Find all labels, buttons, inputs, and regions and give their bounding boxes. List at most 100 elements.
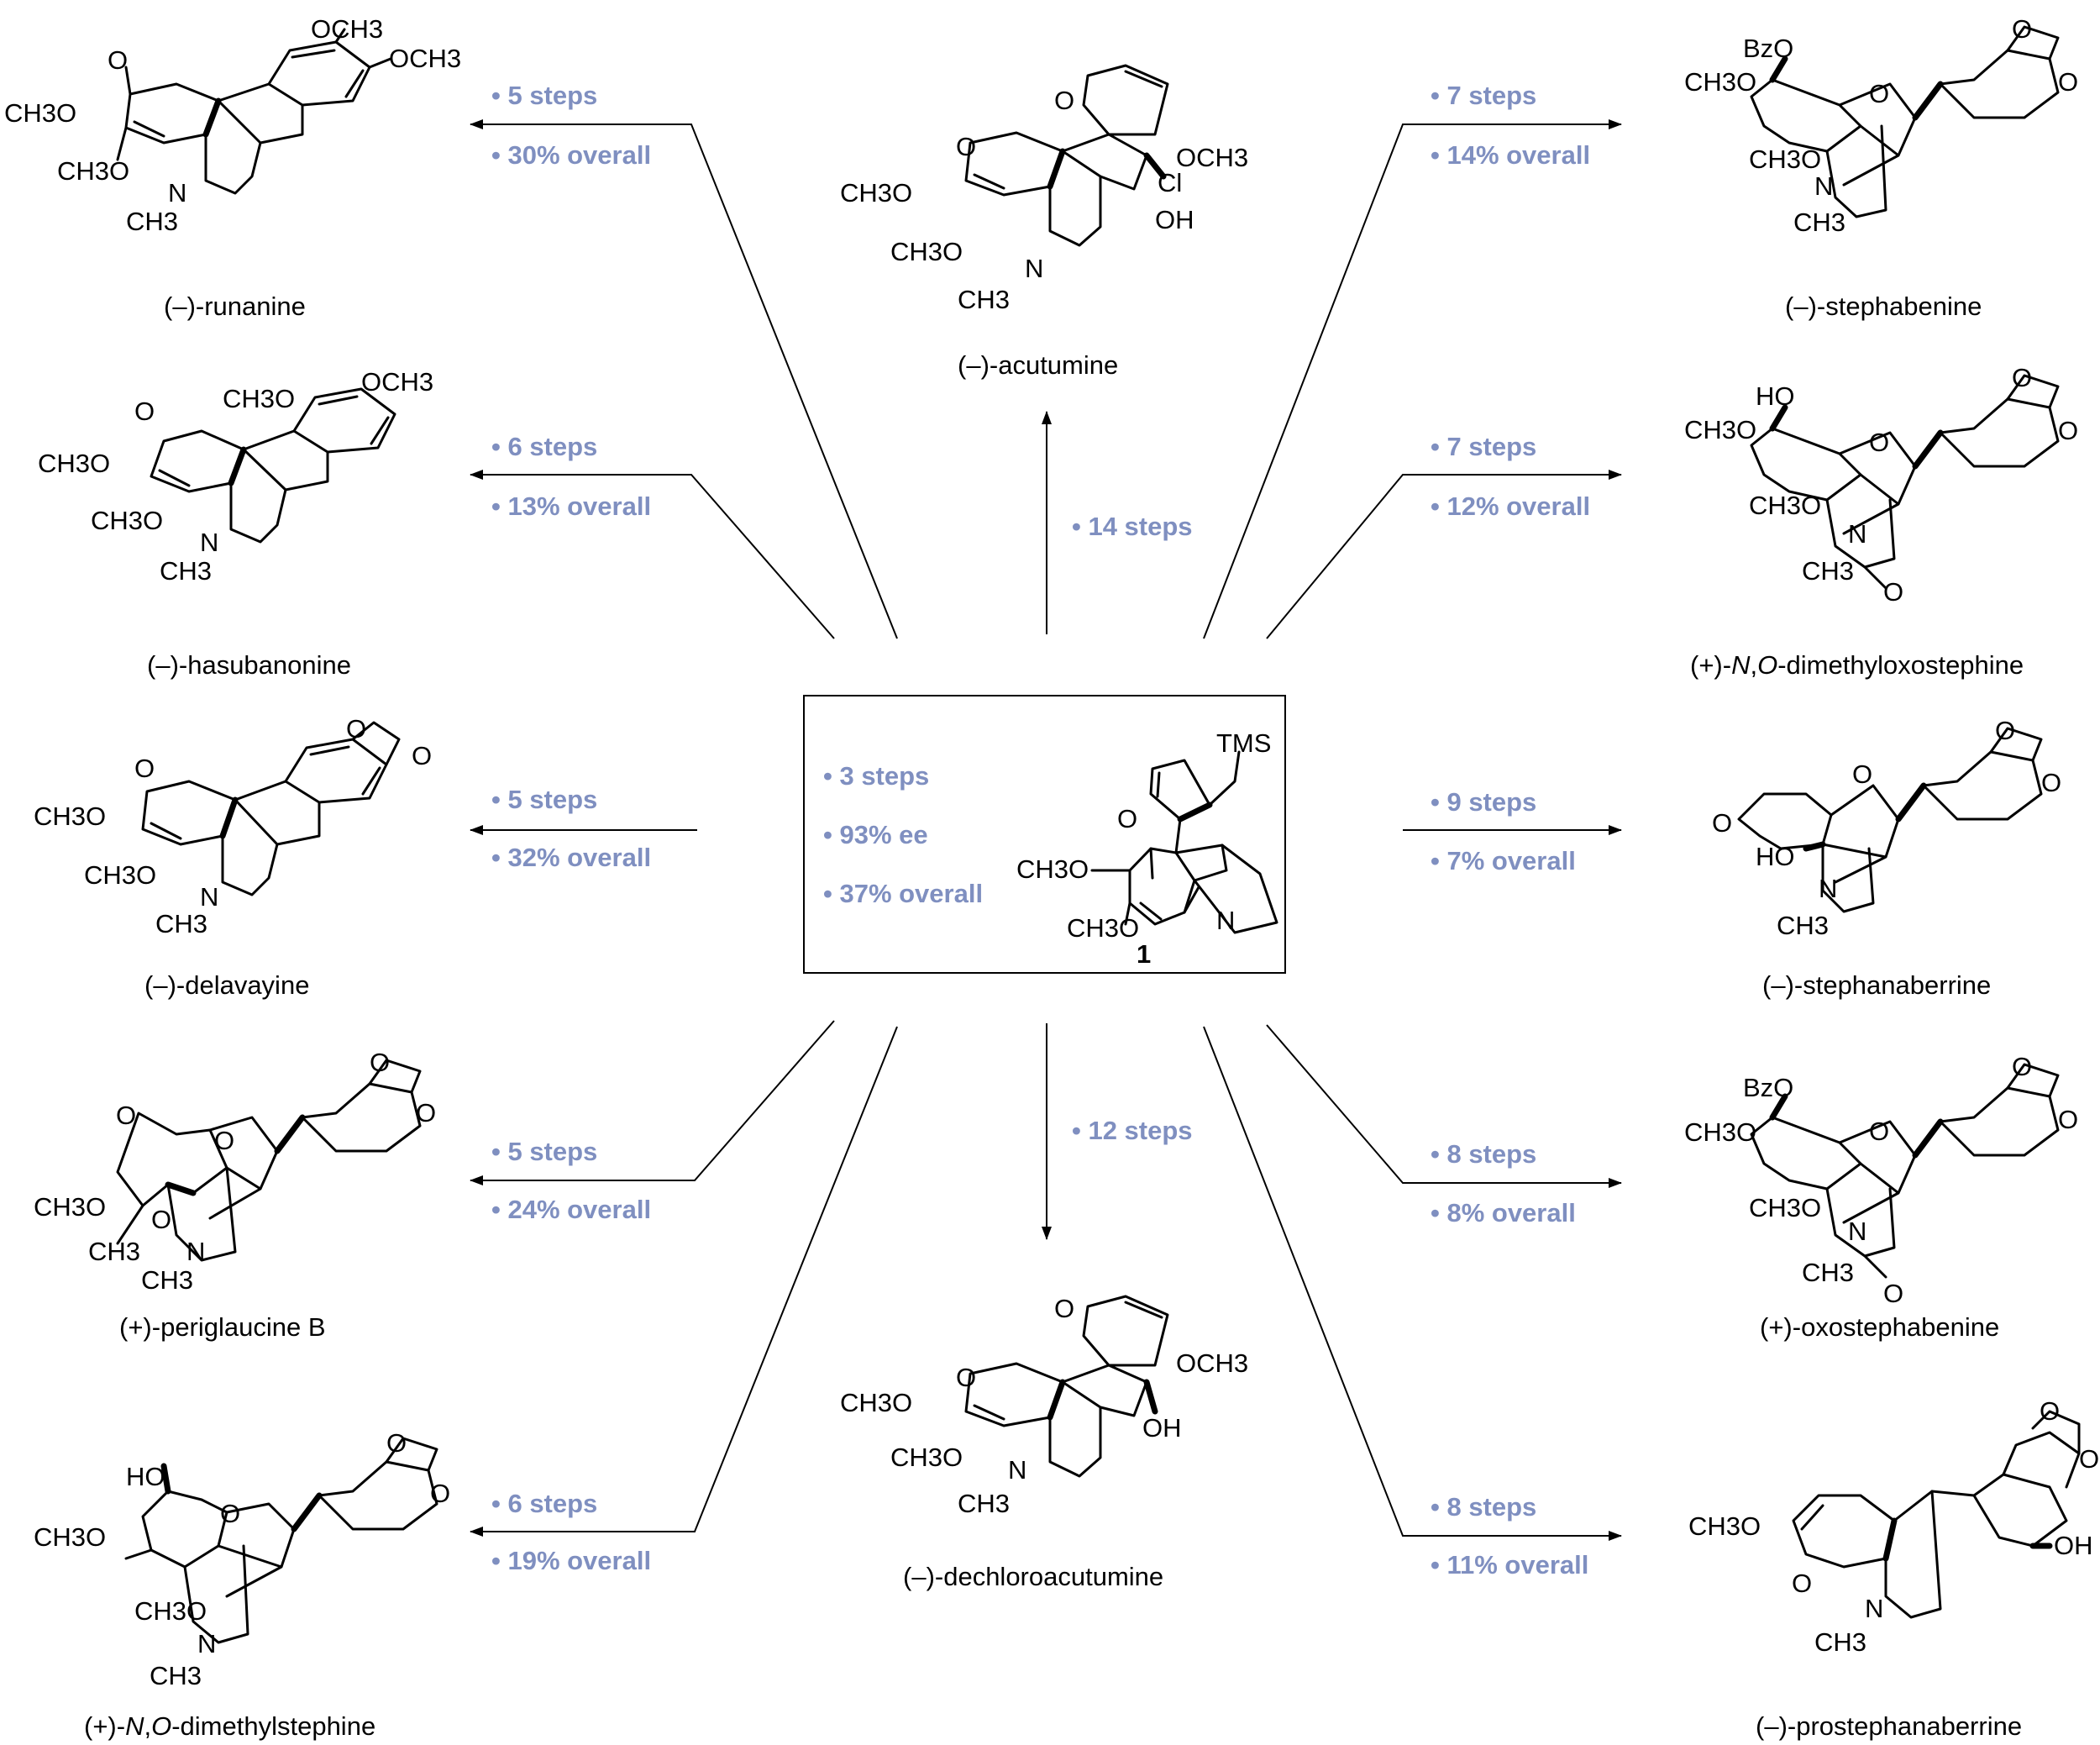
stephanaberrine-atom-o4: O (2041, 768, 2061, 797)
arrow-to-n-o-dimethylstephine (470, 1026, 898, 1537)
acutumine-atom-ome-3: CH3O (890, 237, 963, 266)
dechloroacutumine-atom-me: CH3 (958, 1489, 1010, 1518)
periglaucine-b-name: (+)-periglaucine B (119, 1312, 326, 1342)
stephabenine-atom-me: CH3 (1793, 208, 1845, 237)
arrow-to-stephabenine (1203, 119, 1622, 639)
dimethylstephine-atom-n: N (197, 1629, 216, 1658)
stephanaberrine-steps: • 9 steps (1431, 787, 1536, 817)
hasubanonine-atom-ome-3: CH3O (38, 449, 110, 478)
prostephanaberrine-atom-me: CH3 (1814, 1627, 1866, 1657)
oxostephabenine-atom-bzo: BzO (1743, 1073, 1793, 1102)
dimethylstephine-atom-me: CH3 (150, 1661, 202, 1690)
dimethylstephine-atom-ome-1: CH3O (34, 1522, 106, 1552)
delavayine-atom-o: O (134, 754, 155, 783)
arrow-to-runanine (470, 119, 898, 639)
prostephanaberrine-atom-o1: O (2040, 1396, 2060, 1426)
runanine-atom-ome-2: OCH3 (389, 44, 461, 73)
center-box-frame (803, 695, 1286, 974)
dechloroacutumine-atom-ome-2: CH3O (840, 1388, 912, 1417)
stephanaberrine-atom-me: CH3 (1777, 911, 1829, 940)
stephanaberrine-structure: O O O O HO N CH3 (–)-stephanaberrine (1712, 716, 2061, 1000)
acutumine-atom-ome-2: CH3O (840, 178, 912, 208)
oxostephine-atom-o1: O (2012, 363, 2032, 392)
periglaucine-atom-n: N (186, 1237, 205, 1266)
oxostephine-atom-ome-2: CH3O (1749, 491, 1821, 520)
center-stat-ee: • 93% ee (823, 820, 928, 849)
oxostephabenine-yield: • 8% overall (1431, 1198, 1576, 1227)
stephanaberrine-name: (–)-stephanaberrine (1762, 970, 1991, 1000)
periglaucine-atom-o3: O (370, 1048, 390, 1077)
acutumine-atom-me: CH3 (958, 285, 1010, 314)
tms-label: TMS (1216, 728, 1271, 758)
delavayine-atom-o3: O (412, 741, 432, 770)
delavayine-structure: O O O CH3O CH3O N CH3 (–)-delavayine (34, 714, 432, 1000)
stephabenine-atom-ome-1: CH3O (1684, 67, 1756, 97)
delavayine-atom-o2: O (346, 714, 366, 744)
delavayine-name: (–)-delavayine (144, 970, 309, 1000)
periglaucine-atom-o4: O (416, 1098, 436, 1127)
runanine-steps: • 5 steps (491, 81, 597, 110)
oxostephabenine-structure: BzO O O CH3O O CH3O N CH3 O (+)-oxosteph… (1684, 1052, 2078, 1342)
arrow-to-oxostephabenine (1266, 1024, 1622, 1188)
dechloroacutumine-atom-o1: O (956, 1363, 976, 1392)
prostephanaberrine-steps: • 8 steps (1431, 1492, 1536, 1522)
stephabenine-structure: BzO O O CH3O O CH3O N CH3 (–)-stephabeni… (1684, 14, 2078, 321)
stephabenine-name: (–)-stephabenine (1785, 292, 1982, 321)
prostephanaberrine-atom-o3: O (1792, 1569, 1812, 1598)
dechloroacutumine-atom-ome-3: CH3O (890, 1443, 963, 1472)
hasubanonine-atom-me: CH3 (160, 556, 212, 586)
prostephanaberrine-yield: • 11% overall (1431, 1550, 1588, 1579)
acutumine-atom-n: N (1025, 254, 1043, 283)
stephabenine-atom-o3: O (1869, 79, 1889, 108)
arrow-to-periglaucine-b (470, 1020, 835, 1185)
compound-number: 1 (1137, 939, 1151, 969)
prostephanaberrine-atom-n: N (1865, 1594, 1883, 1623)
dechloroacutumine-atom-o2: O (1054, 1294, 1074, 1323)
acutumine-name: (–)-acutumine (958, 350, 1118, 380)
stephabenine-atom-o2: O (2058, 67, 2078, 97)
acutumine-atom-oh: OH (1155, 205, 1194, 234)
arrow-to-n-o-dimethyloxostephine (1266, 470, 1622, 639)
delavayine-yield: • 32% overall (491, 843, 651, 872)
hasubanonine-atom-o: O (134, 397, 155, 426)
acutumine-steps: • 14 steps (1072, 512, 1193, 541)
prostephanaberrine-structure: O O CH3O OH O N CH3 (–)-prostephanaberri… (1688, 1396, 2099, 1741)
oxostephine-atom-n: N (1848, 519, 1866, 549)
stephabenine-steps: • 7 steps (1431, 81, 1536, 110)
route-arrows (470, 119, 1622, 1541)
compound-1-methoxy-bottom: CH3O (1067, 913, 1139, 943)
compound-1-nitrogen: N (1216, 906, 1235, 935)
n-o-dimethylstephine-yield: • 19% overall (491, 1546, 651, 1575)
stephanaberrine-atom-n: N (1819, 874, 1837, 903)
oxostephine-atom-o3: O (1869, 428, 1889, 457)
acutumine-atom-cl: Cl (1158, 168, 1182, 197)
periglaucine-b-yield: • 24% overall (491, 1195, 651, 1224)
dechloroacutumine-structure: O O OCH3 CH3O OH CH3O N CH3 (–)-dechloro… (840, 1294, 1248, 1591)
runanine-atom-ome-4: CH3O (57, 156, 129, 186)
n-o-dimethylstephine-name: (+)-N,O-dimethylstephine (84, 1711, 375, 1741)
compound-1-oxygen: O (1117, 804, 1137, 833)
n-o-dimethyloxostephine-steps: • 7 steps (1431, 432, 1536, 461)
delavayine-atom-me: CH3 (155, 909, 207, 938)
oxostephine-atom-ho: HO (1756, 381, 1795, 411)
hasubanonine-atom-ome-2: OCH3 (361, 367, 433, 397)
delavayine-atom-n: N (200, 882, 218, 912)
periglaucine-atom-ome: CH3O (34, 1192, 106, 1222)
periglaucine-atom-o5: O (151, 1205, 171, 1234)
arrow-to-prostephanaberrine (1203, 1026, 1622, 1541)
hasubanonine-atom-n: N (200, 528, 218, 557)
n-o-dimethyloxostephine-yield: • 12% overall (1431, 491, 1590, 521)
acutumine-structure: O O OCH3 CH3O Cl OH CH3O N CH3 (–)-acutu… (840, 64, 1248, 380)
n-o-dimethyloxostephine-name: (+)-N,O-dimethyloxostephine (1690, 650, 2024, 680)
oxostephabenine-atom-o1: O (2012, 1052, 2032, 1081)
periglaucine-atom-o2: O (214, 1126, 234, 1155)
stephanaberrine-atom-o3: O (1995, 716, 2015, 745)
prostephanaberrine-atom-oh: OH (2054, 1531, 2093, 1560)
dimethylstephine-atom-o2: O (430, 1479, 450, 1508)
delavayine-atom-ome-2: CH3O (84, 860, 156, 890)
hasubanonine-atom-ome-1: CH3O (223, 384, 295, 413)
hasubanonine-yield: • 13% overall (491, 491, 651, 521)
dimethylstephine-atom-o3: O (220, 1499, 240, 1528)
oxostephabenine-atom-n: N (1848, 1217, 1866, 1246)
prostephanaberrine-name: (–)-prostephanaberrine (1756, 1711, 2022, 1741)
